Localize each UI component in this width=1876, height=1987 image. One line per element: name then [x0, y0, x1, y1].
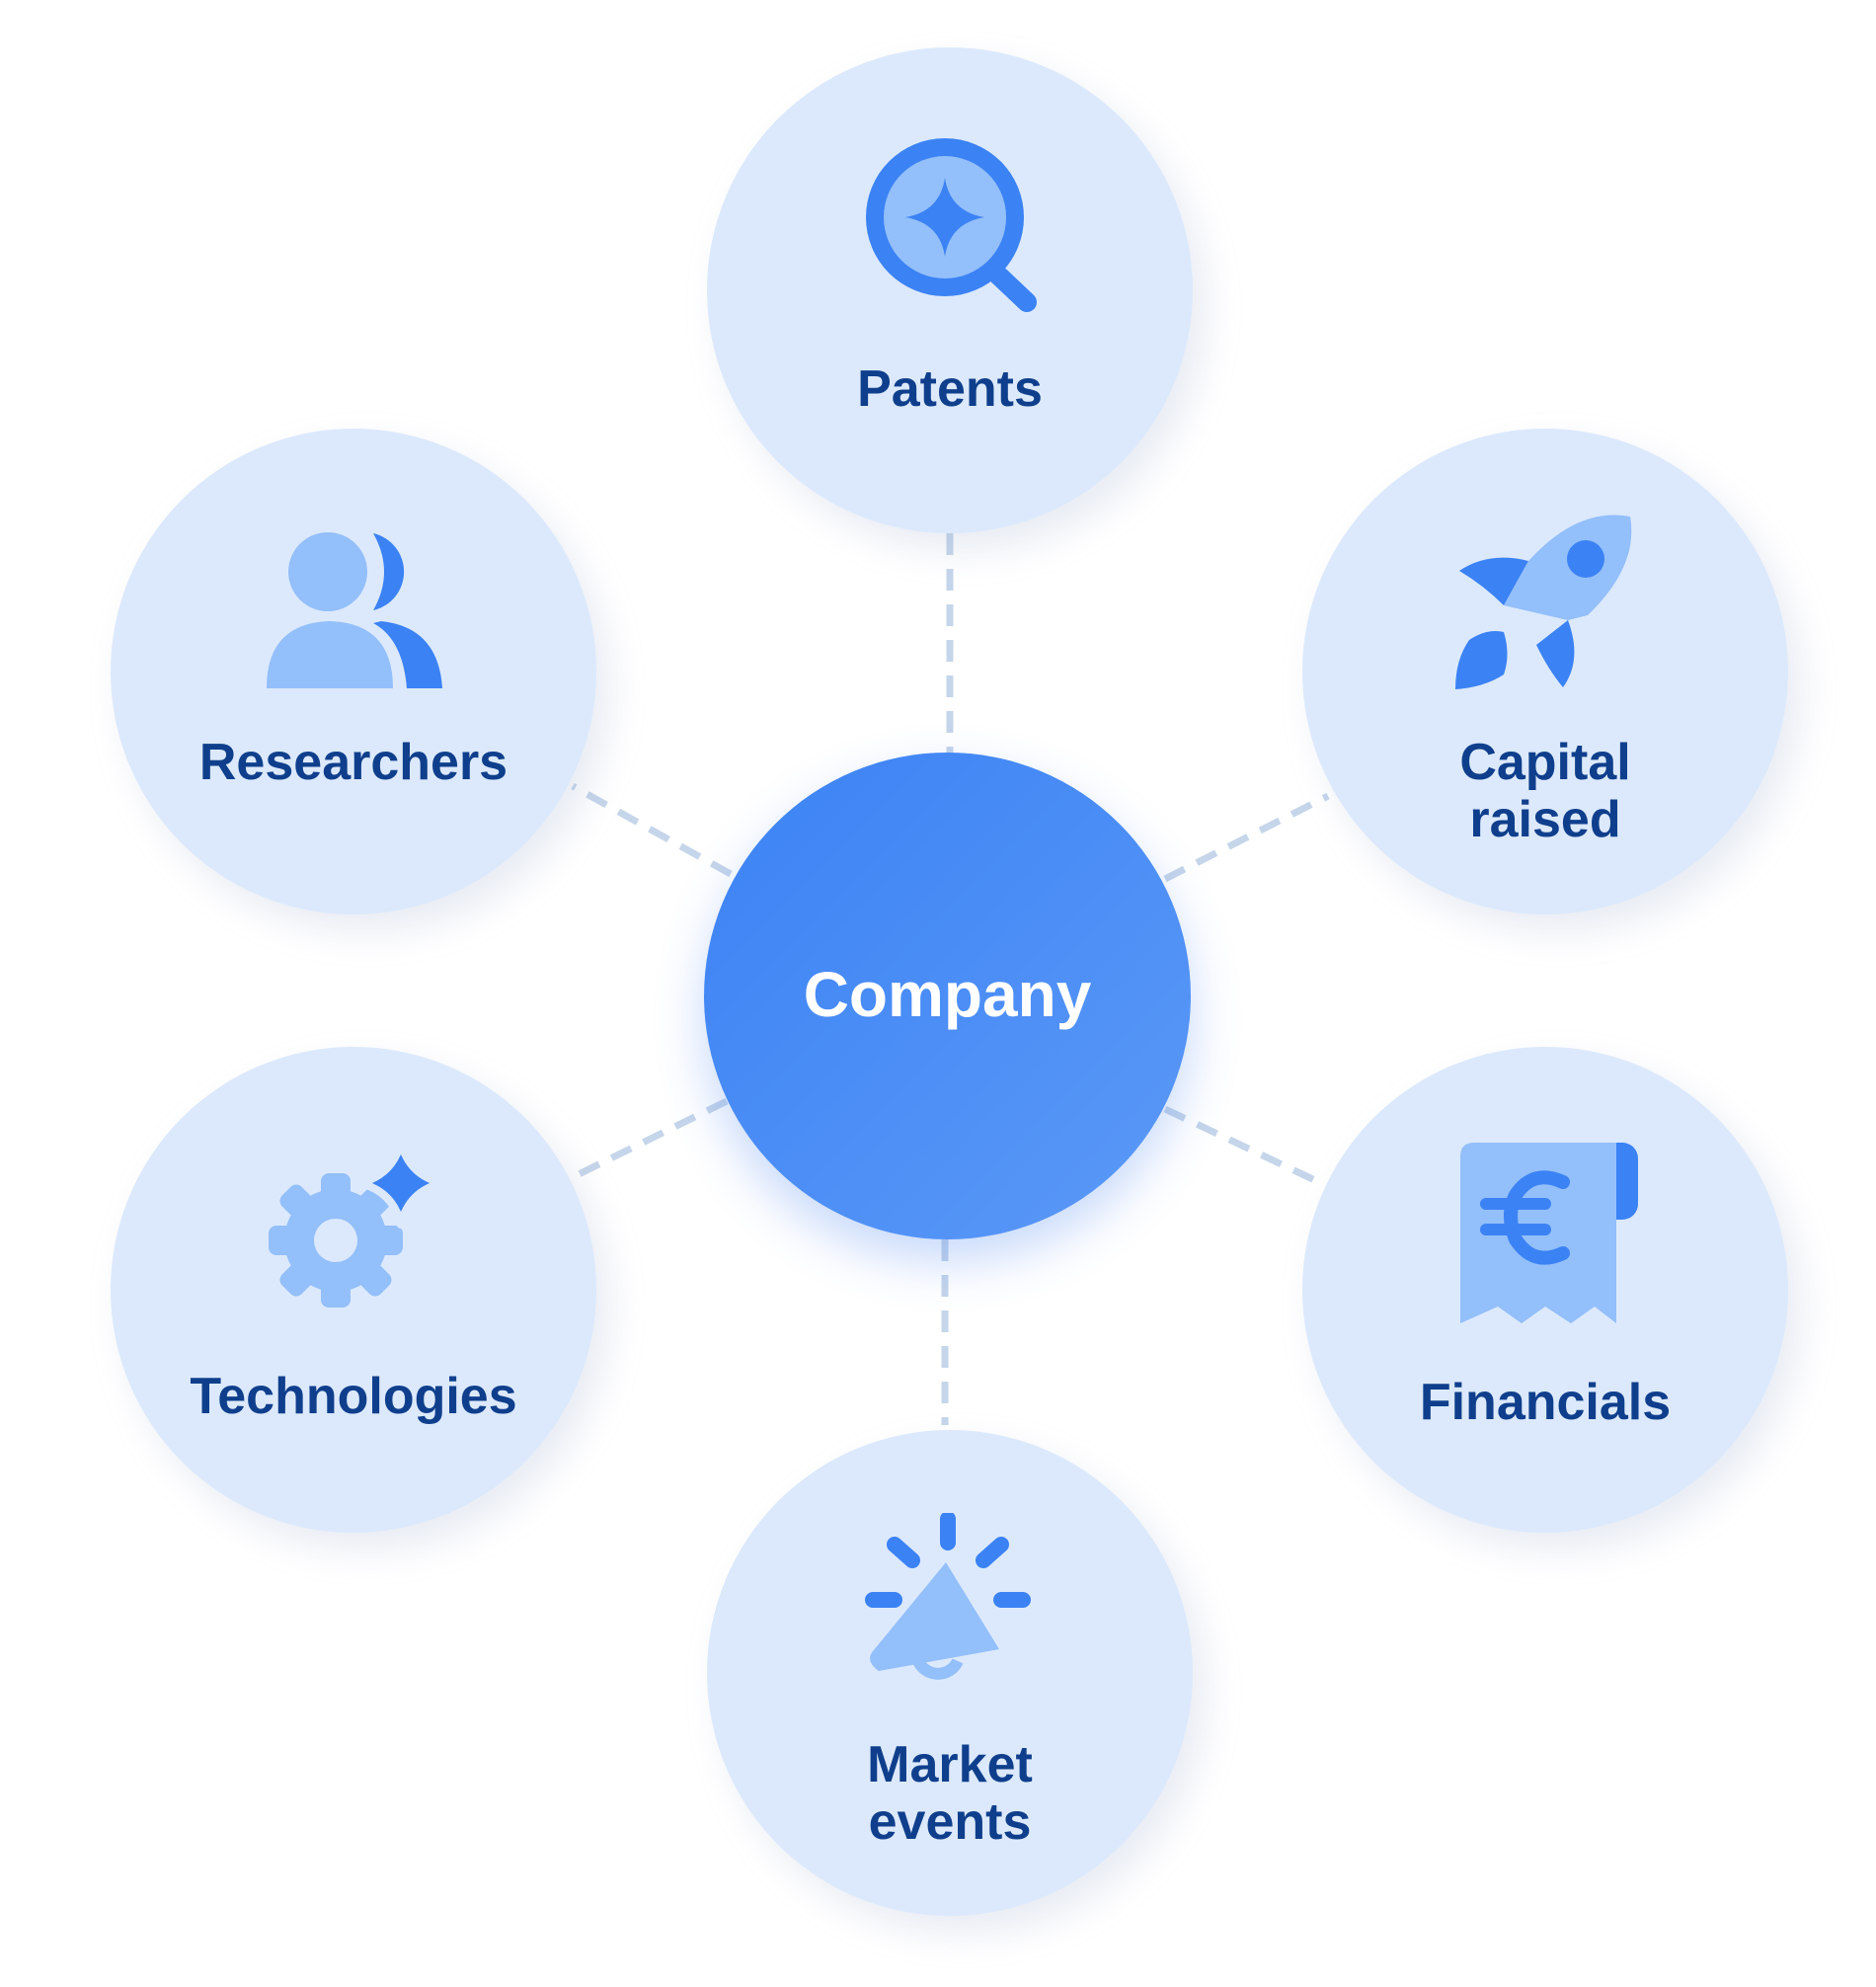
node-capital[interactable]: [1302, 429, 1788, 914]
center-node-company[interactable]: [704, 753, 1191, 1239]
rocket-icon: [1455, 515, 1632, 689]
node-label-market: Market events: [733, 1736, 1167, 1851]
node-label-capital: Capital raised: [1328, 734, 1762, 848]
euro-receipt-icon: [1460, 1143, 1638, 1323]
connector-researchers: [571, 782, 733, 878]
node-label-patents: Patents: [857, 360, 1043, 418]
node-label-capital-text: Capital raised: [1459, 734, 1631, 848]
node-label-market-text: Market events: [867, 1736, 1033, 1851]
node-label-financials: Financials: [1419, 1374, 1672, 1431]
node-label-technologies: Technologies: [190, 1368, 517, 1425]
connector-capital: [1163, 792, 1330, 883]
node-label-researchers: Researchers: [198, 734, 508, 791]
gear-sparkle-icon: [269, 1138, 446, 1308]
connector-financials: [1163, 1105, 1325, 1188]
center-label: Company: [803, 959, 1092, 1030]
node-technologies[interactable]: [111, 1047, 596, 1533]
connector-technologies: [571, 1097, 729, 1181]
megaphone-icon: [865, 1513, 1031, 1680]
users-icon: [267, 532, 442, 688]
search-sparkle-icon: [866, 138, 1037, 312]
